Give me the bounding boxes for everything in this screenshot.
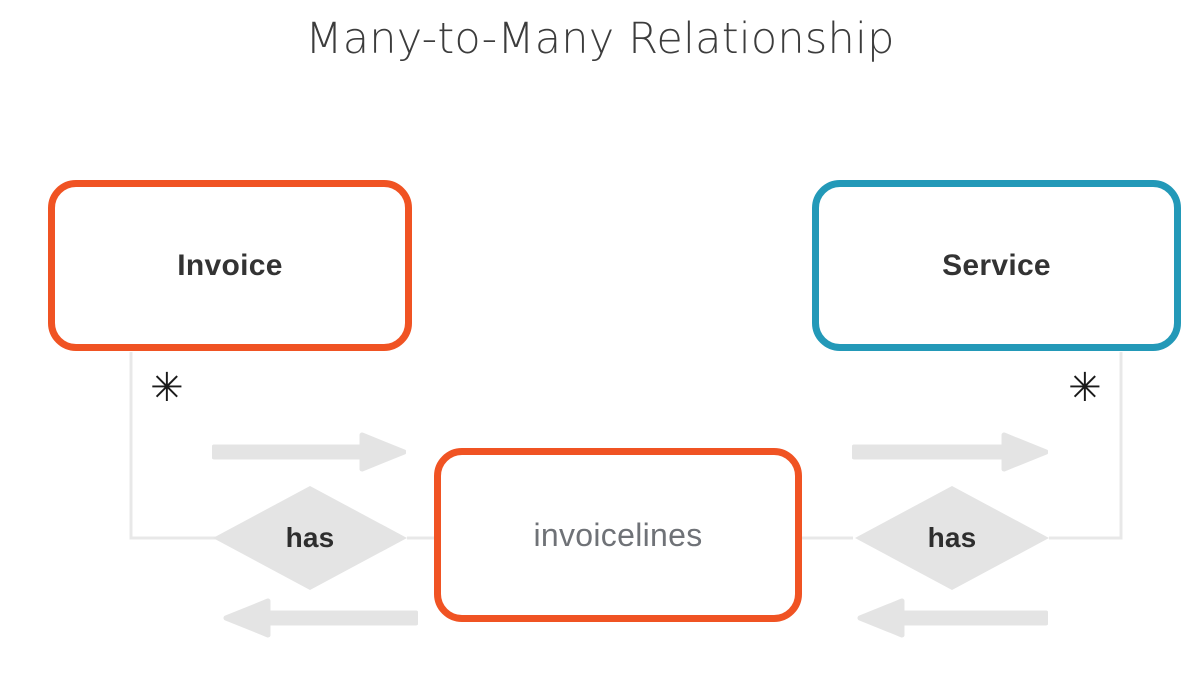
entity-box-service[interactable]: Service (812, 180, 1181, 351)
entity-box-invoice[interactable]: Invoice (48, 180, 412, 351)
entity-label: invoicelines (533, 516, 703, 553)
relationship-diamond-has-left[interactable]: has (213, 486, 407, 590)
relationship-label: has (285, 522, 335, 553)
arrow-left-icon (223, 598, 418, 638)
arrow-right-icon (212, 432, 406, 472)
entity-box-invoicelines[interactable]: invoicelines (434, 448, 802, 622)
arrow-right-icon (852, 432, 1048, 472)
relationship-diamond-has-right[interactable]: has (855, 486, 1049, 590)
entity-label: Service (942, 248, 1051, 282)
connector-invoice-to-has-left (129, 352, 216, 540)
connector-service-to-has-right (1049, 352, 1123, 540)
page-title: Many-to-Many Relationship (305, 14, 895, 64)
arrow-left-icon (857, 598, 1048, 638)
cardinality-marker-invoice: ✳ (150, 365, 184, 411)
entity-label: Invoice (177, 248, 283, 282)
cardinality-marker-service: ✳ (1068, 365, 1102, 411)
relationship-label: has (927, 522, 977, 553)
